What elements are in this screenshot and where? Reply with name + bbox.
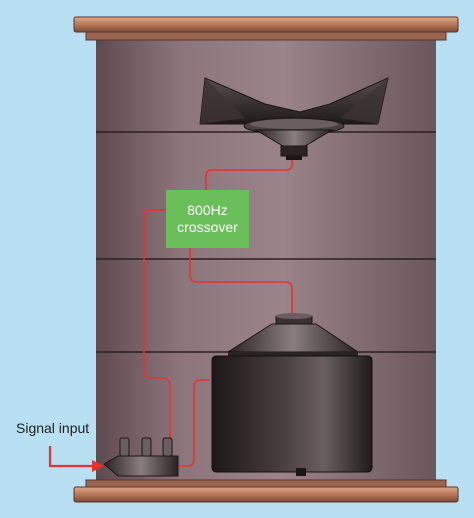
crossover-label-line2: crossover bbox=[177, 219, 238, 235]
top-rim bbox=[73, 16, 459, 41]
horn-tweeter-icon bbox=[199, 77, 389, 160]
crossover-label: 800Hz crossover bbox=[166, 190, 249, 248]
signal-wires bbox=[143, 160, 293, 467]
bottom-rim bbox=[73, 479, 459, 503]
bass-driver-icon bbox=[211, 313, 373, 476]
crossover-label-line1: 800Hz bbox=[187, 202, 228, 218]
signal-input-label: Signal input bbox=[16, 420, 90, 436]
input-terminal-icon bbox=[103, 437, 179, 477]
crossover-box bbox=[166, 190, 249, 248]
signal-arrow-icon bbox=[48, 446, 104, 472]
